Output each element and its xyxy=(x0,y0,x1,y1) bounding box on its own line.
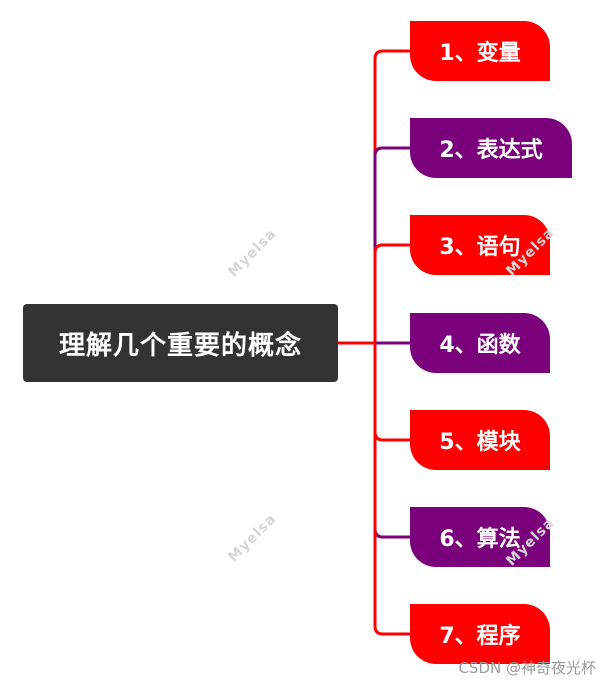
connector-3 xyxy=(373,243,410,343)
connector-5 xyxy=(373,343,410,442)
node-5[interactable]: 5、模块 xyxy=(410,410,550,470)
connector-1 xyxy=(373,49,410,343)
connector-7 xyxy=(373,343,410,636)
node-3[interactable]: 3、语句 xyxy=(410,215,550,275)
csdn-credit: CSDN @神奇夜光杯 xyxy=(458,659,596,677)
root-node[interactable]: 理解几个重要的概念 xyxy=(23,304,338,382)
node-7[interactable]: 7、程序 xyxy=(410,604,550,664)
node-2[interactable]: 2、表达式 xyxy=(410,118,572,178)
node-1[interactable]: 1、变量 xyxy=(410,21,550,81)
node-6[interactable]: 6、算法 xyxy=(410,507,550,567)
connector-2 xyxy=(373,146,410,343)
node-4[interactable]: 4、函数 xyxy=(410,313,550,373)
